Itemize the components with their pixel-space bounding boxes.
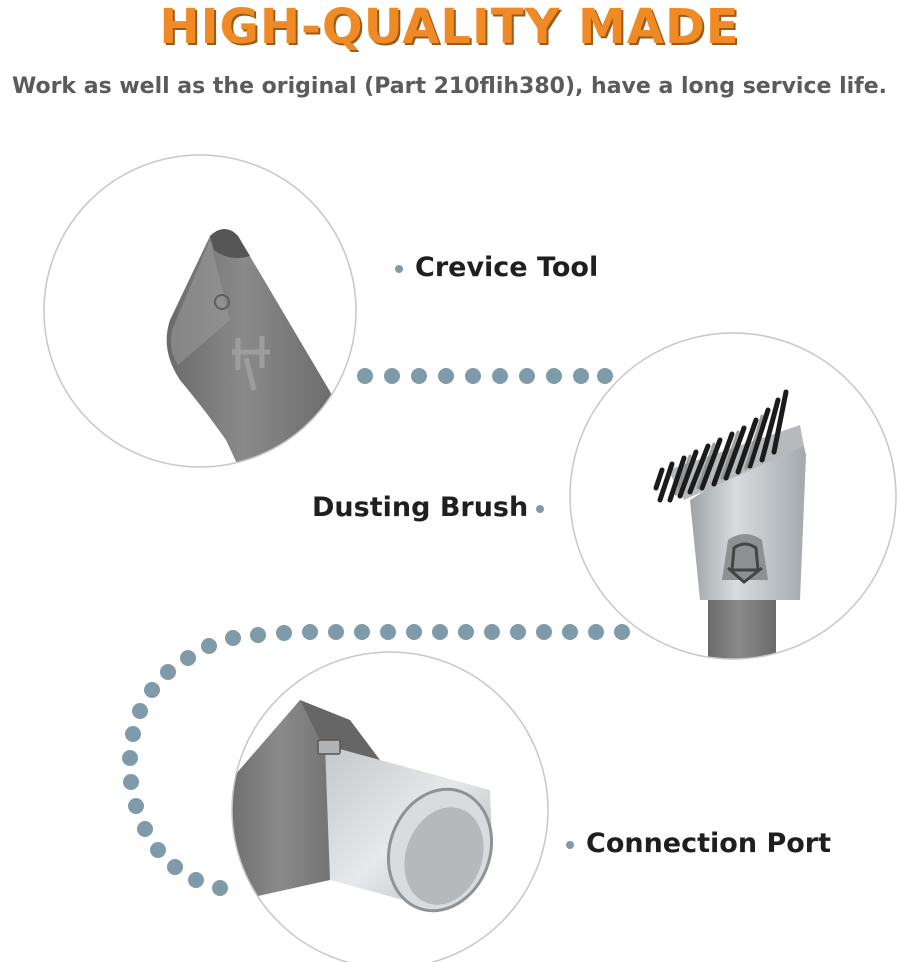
dusting-brush-image (569, 332, 897, 660)
bullet-dot (566, 840, 574, 849)
page-title: HIGH-QUALITY MADE (159, 0, 740, 55)
connection-port-image (231, 651, 549, 962)
callout-connection-port-text: Connection Port (586, 828, 832, 859)
callout-dusting-brush-text: Dusting Brush (312, 492, 529, 523)
dotted-connector-upper (357, 368, 613, 384)
page-subtitle: Work as well as the original (Part 210fl… (11, 74, 888, 99)
callout-dusting-brush: Dusting Brush (312, 492, 545, 524)
bullet-dot (536, 504, 545, 513)
bullet-dot (395, 264, 403, 273)
callout-connection-port: Connection Port (566, 828, 831, 860)
callout-crevice-tool: Crevice Tool (395, 252, 598, 284)
crevice-tool-image (43, 154, 357, 468)
dotted-connector-lower (122, 624, 630, 896)
callout-crevice-tool-text: Crevice Tool (415, 252, 599, 283)
